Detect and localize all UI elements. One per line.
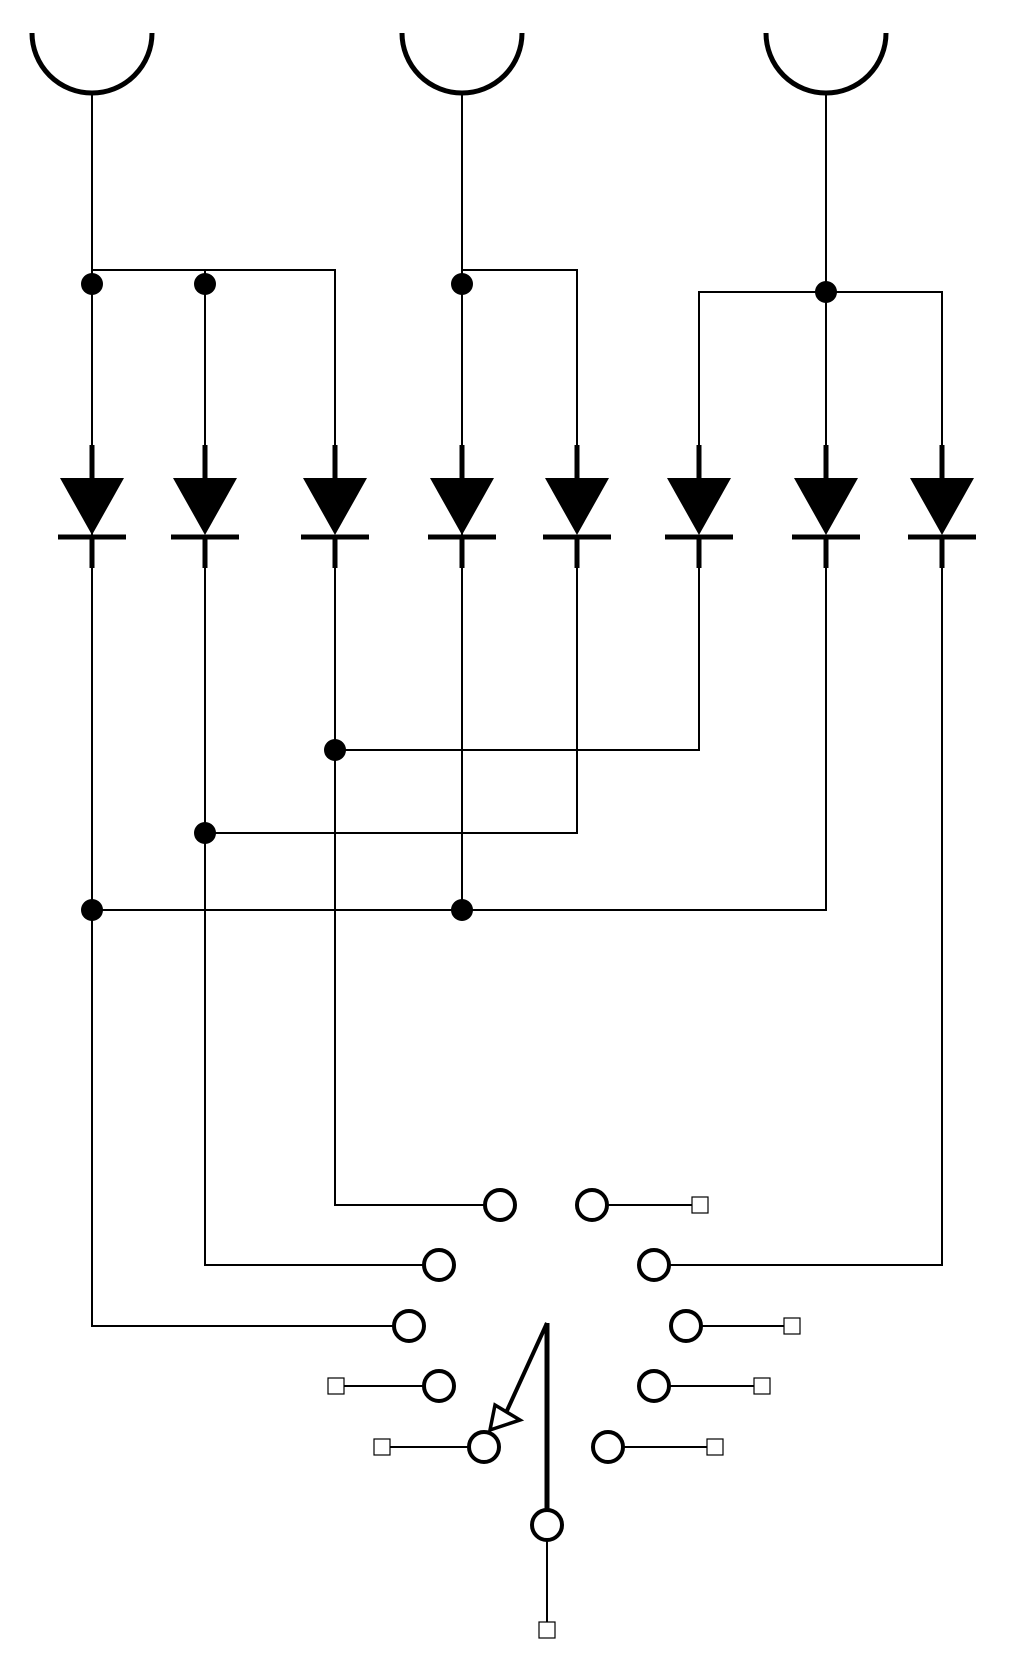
wires	[91, 95, 943, 1625]
lamp-3	[763, 32, 889, 96]
diode-triangle	[303, 478, 367, 535]
switch-contact-6	[669, 1309, 703, 1343]
diode-triangle	[667, 478, 731, 535]
switch-contact-4	[637, 1248, 671, 1282]
junction-dot-4	[815, 281, 837, 303]
junction-dots	[81, 273, 837, 921]
open-terminal-6	[373, 1438, 391, 1456]
wire	[91, 910, 409, 1327]
wire	[92, 565, 827, 911]
open-terminal-5	[327, 1377, 345, 1395]
diodes	[58, 445, 976, 568]
switch-contact-1	[483, 1188, 517, 1222]
wire	[462, 269, 578, 445]
diode-triangle	[430, 478, 494, 535]
rotary-switch	[392, 1188, 703, 1542]
junction-dot-5	[324, 739, 346, 761]
lamp-2	[399, 32, 525, 96]
wire	[335, 565, 700, 751]
switch-contact-2	[575, 1188, 609, 1222]
diode-triangle	[794, 478, 858, 535]
diode-6	[665, 445, 733, 568]
open-terminal-2	[783, 1317, 801, 1335]
open-terminal-1	[691, 1196, 709, 1214]
switch-wiper-arm	[503, 1322, 549, 1416]
switch-contact-5	[392, 1309, 426, 1343]
wire	[698, 291, 943, 445]
diode-triangle	[545, 478, 609, 535]
open-terminal-4	[706, 1438, 724, 1456]
lamps	[29, 32, 889, 96]
junction-dot-6	[194, 822, 216, 844]
open-terminal-3	[753, 1377, 771, 1395]
diode-7	[792, 445, 860, 568]
junction-dot-2	[194, 273, 216, 295]
diode-triangle	[910, 478, 974, 535]
diode-4	[428, 445, 496, 568]
junction-dot-3	[451, 273, 473, 295]
diode-8	[908, 445, 976, 568]
switch-contact-7	[422, 1369, 456, 1403]
junction-dot-7	[81, 899, 103, 921]
diode-3	[301, 445, 369, 568]
lamp-1	[29, 32, 155, 96]
wire	[204, 565, 439, 1266]
diode-triangle	[173, 478, 237, 535]
open-terminal-7	[538, 1621, 556, 1639]
switch-contact-3	[422, 1248, 456, 1282]
wire	[205, 565, 578, 834]
switch-contact-9	[467, 1430, 501, 1464]
junction-dot-8	[451, 899, 473, 921]
wire	[654, 565, 943, 1266]
switch-common-contact	[530, 1508, 564, 1542]
switch-contact-8	[637, 1369, 671, 1403]
wire	[334, 565, 500, 1206]
wire	[92, 269, 336, 445]
diode-5	[543, 445, 611, 568]
diode-1	[58, 445, 126, 568]
open-terminals	[327, 1196, 801, 1639]
junction-dot-1	[81, 273, 103, 295]
diode-2	[171, 445, 239, 568]
switch-wiper-arrowhead	[487, 1402, 525, 1433]
switch-contact-10	[591, 1430, 625, 1464]
diode-triangle	[60, 478, 124, 535]
